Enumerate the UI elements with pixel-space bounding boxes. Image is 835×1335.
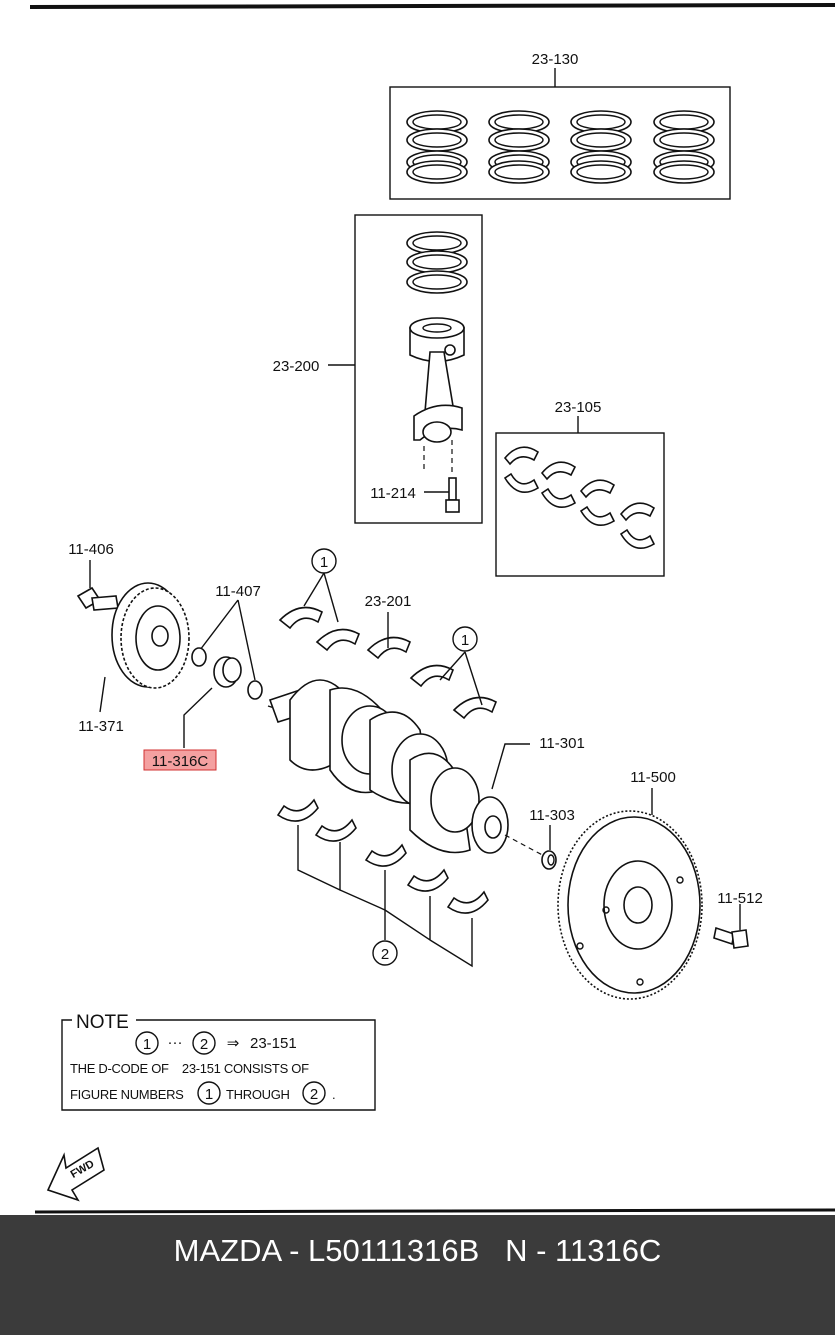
footer-bar: MAZDA - L50111316B N - 11316C	[0, 1215, 835, 1335]
label-11-301: 11-301	[539, 735, 585, 752]
label-11-512: 11-512	[717, 890, 763, 907]
note-line-2: THE D-CODE OF 23-151 CONSISTS OF	[70, 1061, 309, 1076]
note-circle-1: 1	[143, 1036, 151, 1053]
note-title: NOTE	[76, 1012, 129, 1033]
note-box	[61, 1019, 376, 1111]
label-11-214: 11-214	[370, 485, 416, 502]
callout-1-top: 1	[320, 554, 328, 571]
callout-1-right: 1	[461, 632, 469, 649]
note-line-3-b: THROUGH	[226, 1087, 290, 1102]
crankshaft	[267, 679, 549, 859]
label-11-500: 11-500	[630, 769, 676, 786]
label-23-130: 23-130	[532, 51, 579, 68]
bottom-border	[34, 1208, 835, 1214]
rod-bearings-set	[495, 416, 665, 577]
label-23-200: 23-200	[273, 358, 320, 375]
label-23-201: 23-201	[365, 593, 412, 610]
piston-rings-set	[389, 68, 731, 200]
forward-arrow-icon: FWD	[46, 1146, 105, 1202]
label-11-303: 11-303	[529, 807, 575, 824]
label-23-105: 23-105	[555, 399, 602, 416]
highlight-11-316c	[143, 749, 217, 771]
oil-seal-and-keys	[183, 599, 263, 748]
label-11-406: 11-406	[68, 541, 114, 558]
lower-main-bearings	[276, 798, 489, 968]
top-border	[29, 3, 835, 9]
upper-main-bearings	[278, 548, 497, 719]
label-11-316c: 11-316C	[152, 753, 209, 770]
note-arrow: ⇒	[227, 1035, 240, 1052]
note-line-3-end: .	[332, 1087, 335, 1102]
note-ref: 23-151	[250, 1035, 297, 1052]
parts-diagram: 23-130 23-200 11-214	[29, 3, 835, 1214]
label-11-407: 11-407	[215, 583, 261, 600]
note-circle-2: 2	[200, 1036, 208, 1053]
callout-2-bottom: 2	[381, 946, 389, 963]
label-11-371: 11-371	[78, 718, 124, 735]
callout-circle	[452, 626, 478, 652]
part-number-caption: MAZDA - L50111316B N - 11316C	[173, 1233, 662, 1268]
flywheel	[557, 788, 749, 1000]
note-line-3-circle-2: 2	[310, 1086, 318, 1103]
note-dots: ···	[168, 1034, 183, 1051]
note-line-3-circle-1: 1	[205, 1086, 213, 1103]
note-line-3-a: FIGURE NUMBERS	[70, 1087, 184, 1102]
piston-connecting-rod	[328, 214, 483, 524]
crankshaft-pulley	[76, 560, 190, 713]
pilot-bearing	[541, 825, 557, 870]
callout-circle	[311, 548, 337, 574]
